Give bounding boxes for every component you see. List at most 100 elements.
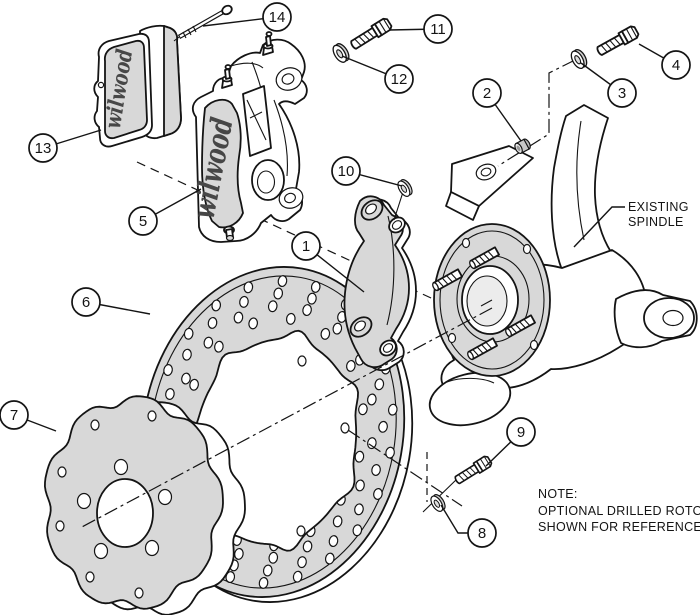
rotor-drill-hole [324, 552, 335, 565]
center-axis-caliper [136, 161, 445, 305]
center-axis-main [79, 307, 493, 529]
rotor-drill-hole [225, 571, 236, 584]
svg-text:5: 5 [139, 213, 147, 230]
balljoint-boss [428, 371, 512, 427]
hat-lug-hole [113, 458, 129, 476]
caliper: wilwood [187, 31, 308, 243]
detail-line [230, 62, 264, 69]
rotor-drill-hole [243, 281, 254, 294]
pin-hatch [182, 25, 197, 39]
rotor-drill-hole [354, 450, 365, 463]
spindle-fork-arm [550, 104, 612, 271]
rotor-bolt-9 [452, 454, 494, 487]
pin-tip [173, 36, 180, 42]
pad-retainer-pin [173, 4, 233, 42]
rotor-drill-hole [211, 299, 222, 312]
rotor-drill-hole [355, 479, 365, 492]
rotor-drill-hole [258, 576, 269, 589]
hat-rim-hole [147, 410, 157, 422]
rotor-drill-hole [214, 340, 224, 353]
rotor-drill-hole [207, 316, 218, 329]
hub-flange [430, 223, 551, 377]
rotor-drill-hole [328, 535, 339, 548]
pad-friction-edge [163, 25, 182, 137]
rotor-drill-hole [378, 420, 388, 433]
svg-text:12: 12 [391, 71, 408, 88]
rotor-drill-hole [371, 464, 381, 476]
spindle-ear-edge [445, 191, 480, 221]
rotor-drill-hole [332, 515, 343, 528]
hub-rim-hole [529, 339, 539, 351]
hat-rim-hole [85, 571, 95, 583]
rotor-drill-hole [354, 503, 364, 516]
detail-line [576, 120, 585, 241]
rotor-drill-hole [320, 327, 331, 340]
hat-lug-hole [157, 488, 173, 506]
washer10-axis [393, 191, 404, 221]
hat-rim-hole [134, 587, 144, 599]
bracket-thread-hole-inner [382, 343, 394, 353]
hat-lug-hole [93, 542, 109, 560]
rotor-drill-hole [302, 540, 313, 553]
bracket-thread-hole-inner [391, 220, 403, 230]
svg-text:14: 14 [269, 9, 286, 26]
note-line3: SHOWN FOR REFERENCE [538, 520, 700, 534]
callout-2: 2 [472, 78, 502, 108]
mount-bolt-4 [594, 24, 641, 59]
callout-7: 7 [0, 400, 29, 430]
rotor-drill-hole [268, 551, 279, 564]
hat-rim-hole [55, 520, 65, 532]
center-axis-rotor-bolt [347, 429, 463, 507]
rotor-drill-hole [310, 280, 321, 293]
svg-text:7: 7 [10, 407, 18, 424]
rotor-drill-hole [239, 295, 249, 308]
bracket-boss-hole [354, 320, 366, 332]
rotor-drill-hole [181, 372, 191, 385]
callout-6: 6 [71, 287, 101, 317]
svg-text:13: 13 [35, 140, 52, 157]
rotor-drill-hole [374, 378, 385, 391]
svg-text:9: 9 [517, 424, 525, 441]
hub-rim-hole [461, 237, 471, 249]
washer-12 [329, 40, 353, 66]
rotor-tab-hole [340, 422, 350, 434]
callout-4: 4 [661, 50, 691, 80]
bleed-screw [262, 31, 274, 56]
existing-spindle [428, 104, 698, 427]
rotor-drill-hole [307, 292, 317, 305]
rotor-hat [44, 395, 246, 615]
existing-spindle-label-line2: SPINDLE [628, 215, 684, 229]
rotor-drill-hole [189, 378, 199, 391]
rotor-drill-hole [267, 300, 278, 313]
leader-spindle-label [573, 206, 625, 248]
svg-text:3: 3 [618, 85, 626, 102]
bracket-boss-hole [365, 203, 377, 215]
caliper-ear-hole-inner [281, 73, 295, 85]
rotor-drill-hole [352, 524, 363, 537]
svg-text:11: 11 [430, 21, 446, 38]
spindle-ear-hole [475, 163, 497, 181]
detail-line [273, 99, 288, 177]
callout-11: 11 [423, 14, 453, 44]
pin-shaft-highlight [179, 11, 223, 38]
rotor-drill-hole [163, 364, 173, 377]
rotor-tab-hole [297, 355, 307, 367]
rotor-drill-hole [285, 312, 296, 325]
svg-text:2: 2 [483, 85, 491, 102]
rotor-tab-hole [296, 525, 306, 537]
callout-1: 1 [291, 231, 321, 261]
callout-14: 14 [262, 2, 292, 32]
detail-line [246, 99, 267, 141]
washer-10 [394, 177, 416, 199]
hub-rim-hole [522, 243, 532, 255]
callout-3: 3 [607, 78, 637, 108]
rotor-drill-hole [182, 348, 192, 361]
rotor-drill-hole [385, 446, 395, 459]
rotor-drill-hole [262, 564, 273, 577]
rotor-drill-hole [346, 359, 356, 372]
hat-rim-hole [57, 466, 67, 478]
caliper-mount-bracket [343, 195, 417, 372]
caliper-piston-inner [256, 170, 276, 194]
svg-text:1: 1 [302, 238, 310, 255]
